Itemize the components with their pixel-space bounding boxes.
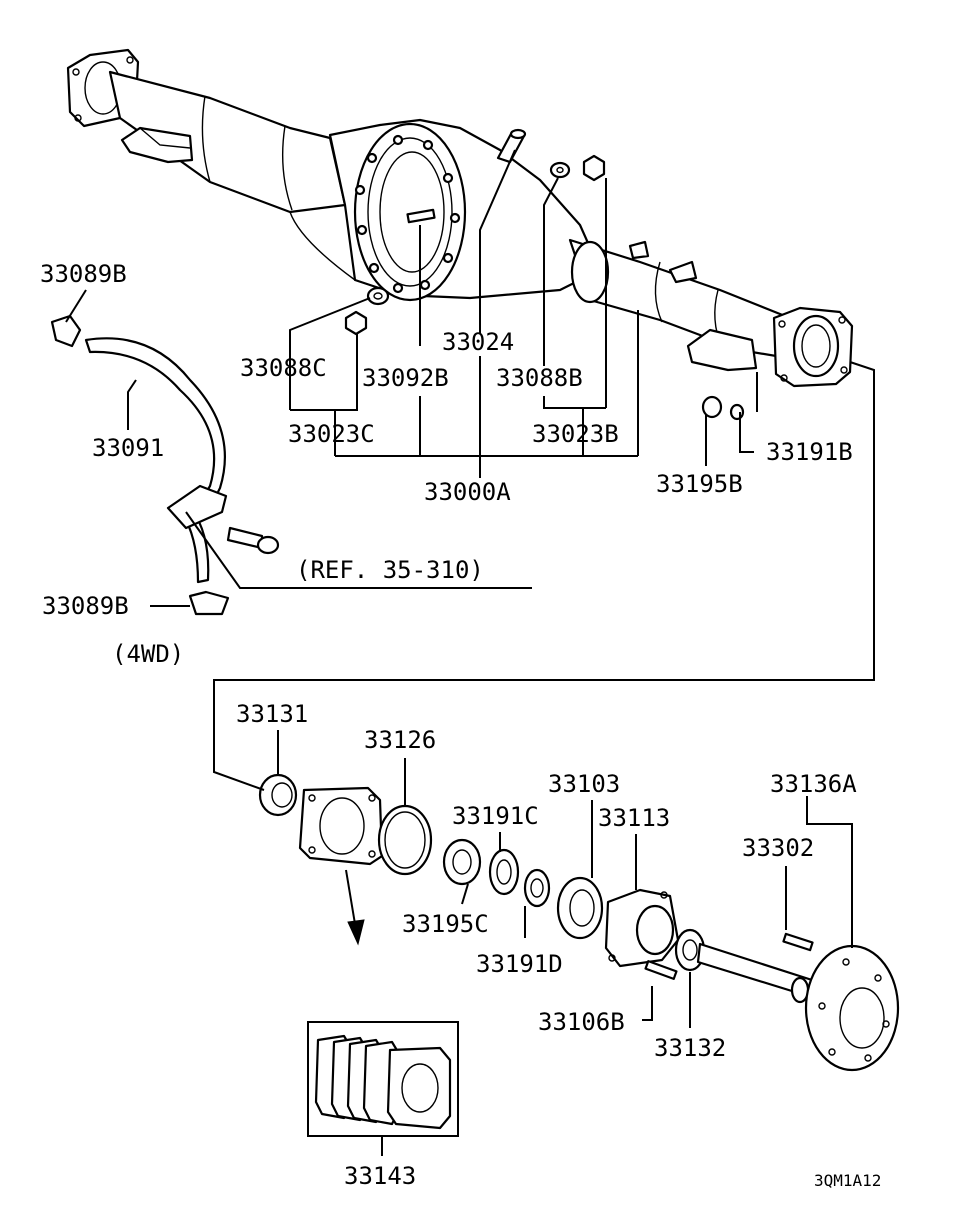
label-33191B: 33191B — [766, 438, 853, 466]
label-33089B-bottom: 33089B — [42, 592, 129, 620]
label-33113: 33113 — [598, 804, 670, 832]
leader-lines — [65, 149, 875, 1156]
label-33088C: 33088C — [240, 354, 327, 382]
label-33024: 33024 — [442, 328, 514, 356]
label-33191C: 33191C — [452, 802, 539, 830]
label-33126: 33126 — [364, 726, 436, 754]
label-4wd: (4WD) — [112, 640, 184, 668]
label-33132: 33132 — [654, 1034, 726, 1062]
label-33091: 33091 — [92, 434, 164, 462]
label-33195C: 33195C — [402, 910, 489, 938]
label-33088B: 33088B — [496, 364, 583, 392]
label-33143: 33143 — [344, 1162, 416, 1190]
label-33302: 33302 — [742, 834, 814, 862]
label-33023B: 33023B — [532, 420, 619, 448]
hub-assembly — [258, 773, 900, 1072]
label-33103: 33103 — [548, 770, 620, 798]
label-33191D: 33191D — [476, 950, 563, 978]
diagram-code: 3QM1A12 — [814, 1171, 881, 1190]
label-ref: (REF. 35-310) — [296, 556, 484, 584]
label-33131: 33131 — [236, 700, 308, 728]
label-33023C: 33023C — [288, 420, 375, 448]
breather-hose — [50, 314, 280, 616]
label-33089B-top: 33089B — [40, 260, 127, 288]
label-33106B: 33106B — [538, 1008, 625, 1036]
label-33195B: 33195B — [656, 470, 743, 498]
part-labels: 33089B 33091 33089B (REF. 35-310) (4WD) … — [40, 260, 881, 1190]
plugs — [344, 154, 745, 421]
label-33000A: 33000A — [424, 478, 511, 506]
label-33092B: 33092B — [362, 364, 449, 392]
label-33136A: 33136A — [770, 770, 857, 798]
shim-pack — [307, 1021, 459, 1137]
axle-housing — [66, 48, 854, 388]
